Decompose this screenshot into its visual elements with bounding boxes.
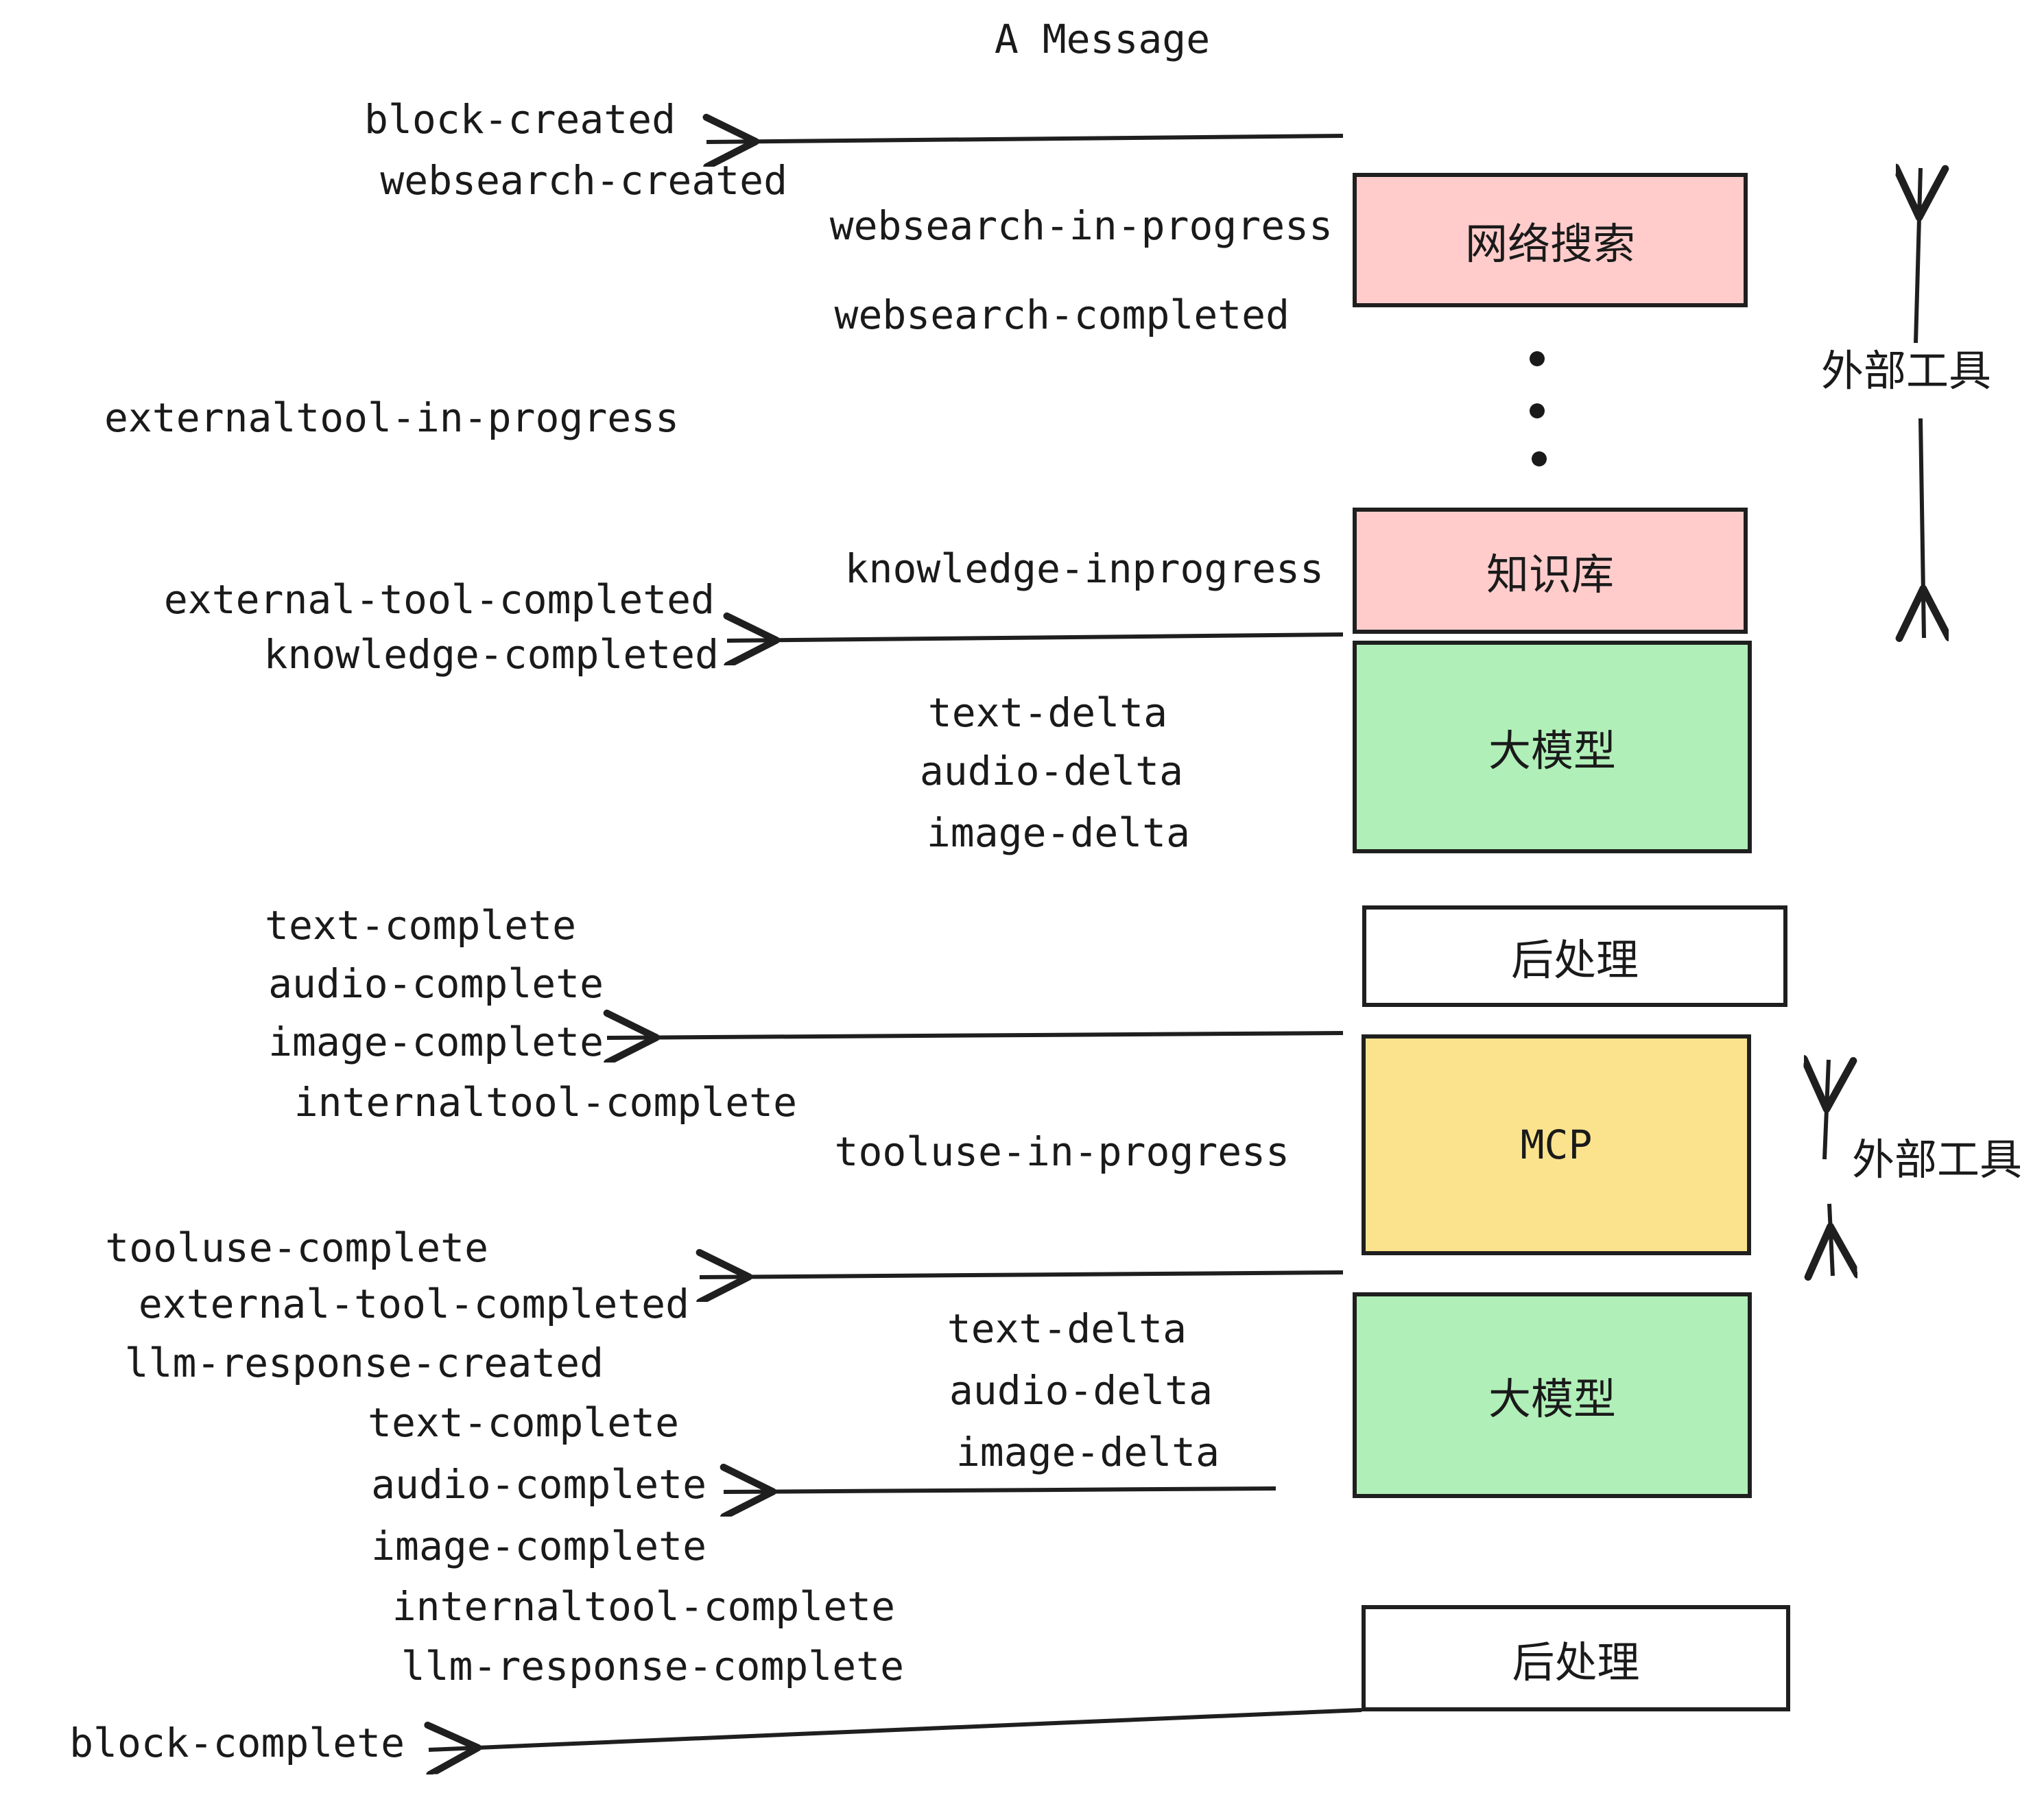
arrow-external-tools-bottom-up	[1825, 1060, 1829, 1160]
node-llm-1: 大模型	[1353, 641, 1752, 853]
event-tooluse-complete: tooluse-complete	[105, 1224, 488, 1271]
event-externaltool-in-progress: externaltool-in-progress	[104, 394, 679, 441]
node-postprocess-2-label: 后处理	[1512, 1637, 1640, 1687]
event-websearch-created: websearch-created	[380, 157, 787, 204]
node-knowledge-label: 知识库	[1486, 549, 1614, 600]
event-text-complete-2: text-complete	[368, 1399, 679, 1446]
node-mcp: MCP	[1362, 1034, 1751, 1255]
event-audio-delta-2: audio-delta	[949, 1367, 1213, 1414]
arrow-websearch-to-blockcreated	[706, 136, 1344, 142]
event-websearch-completed: websearch-completed	[834, 292, 1290, 338]
event-image-delta-2: image-delta	[955, 1429, 1220, 1475]
arrow-external-tools-top-down	[1921, 418, 1924, 638]
event-external-tool-completed-1: external-tool-completed	[163, 576, 715, 623]
label-external-tools-bottom: 外部工具	[1852, 1135, 2023, 1185]
ellipsis-dot-3	[1532, 451, 1547, 466]
event-internaltool-complete-1: internaltool-complete	[294, 1079, 797, 1126]
event-image-complete-2: image-complete	[371, 1523, 706, 1569]
node-llm-2-label: 大模型	[1488, 1374, 1616, 1424]
event-block-created: block-created	[364, 96, 676, 143]
ellipsis-dot-1	[1530, 351, 1545, 366]
event-image-delta-1: image-delta	[926, 809, 1190, 856]
node-llm-1-label: 大模型	[1488, 726, 1616, 776]
node-postprocess-1-label: 后处理	[1510, 935, 1639, 985]
event-audio-delta-1: audio-delta	[919, 748, 1183, 794]
event-knowledge-inprogress: knowledge-inprogress	[844, 545, 1324, 592]
event-tooluse-in-progress: tooluse-in-progress	[834, 1128, 1290, 1175]
label-external-tools-top: 外部工具	[1821, 346, 1992, 396]
node-mcp-label: MCP	[1520, 1121, 1593, 1168]
event-text-delta-2: text-delta	[947, 1305, 1187, 1352]
node-websearch-label: 网络搜索	[1464, 219, 1635, 269]
arrow-llm2-to-audiocomplete	[724, 1488, 1276, 1492]
arrow-external-tools-top-up	[1916, 168, 1921, 344]
event-audio-complete-1: audio-complete	[268, 960, 604, 1007]
arrow-mcp-to-tooluse-complete	[700, 1272, 1344, 1277]
event-internaltool-complete-2: internaltool-complete	[392, 1583, 895, 1630]
arrow-external-tools-bottom-down	[1829, 1203, 1833, 1276]
event-image-complete-1: image-complete	[268, 1019, 604, 1065]
node-llm-2: 大模型	[1353, 1292, 1752, 1498]
arrow-knowledge-to-completed	[727, 634, 1344, 641]
node-websearch: 网络搜索	[1353, 173, 1748, 307]
arrow-postprocess2-to-blockcomplete	[429, 1708, 1362, 1750]
node-postprocess-1: 后处理	[1362, 905, 1787, 1007]
event-text-delta-1: text-delta	[927, 689, 1167, 736]
event-block-complete: block-complete	[69, 1720, 405, 1766]
node-knowledge: 知识库	[1353, 508, 1748, 634]
event-text-complete-1: text-complete	[265, 902, 576, 949]
event-websearch-in-progress: websearch-in-progress	[829, 202, 1333, 249]
event-llm-response-complete: llm-response-complete	[401, 1643, 904, 1689]
event-audio-complete-2: audio-complete	[371, 1461, 706, 1508]
node-postprocess-2: 后处理	[1362, 1605, 1790, 1711]
event-external-tool-completed-2: external-tool-completed	[138, 1281, 689, 1327]
page-title: A Message	[994, 16, 1211, 62]
event-knowledge-completed: knowledge-completed	[263, 631, 719, 678]
arrow-postprocess1-to-imagecomplete	[607, 1033, 1344, 1038]
ellipsis-dot-2	[1530, 403, 1545, 418]
event-llm-response-created: llm-response-created	[124, 1340, 604, 1386]
